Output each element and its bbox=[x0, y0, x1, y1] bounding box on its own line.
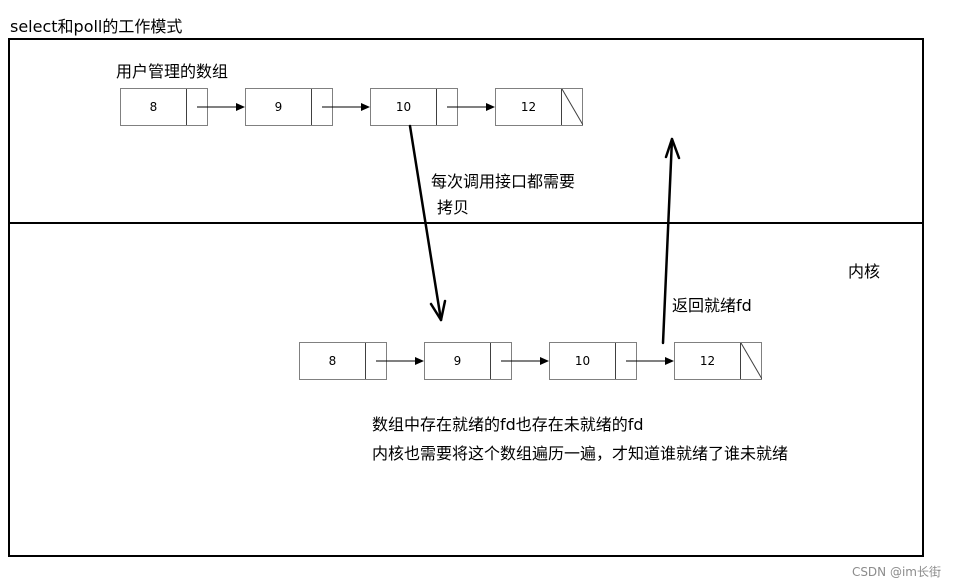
user-node-3-pointer bbox=[436, 89, 457, 125]
user-node-1-pointer bbox=[186, 89, 207, 125]
kernel-node-1-value: 8 bbox=[328, 354, 337, 368]
user-array-label: 用户管理的数组 bbox=[116, 62, 229, 81]
note-line1: 数组中存在就绪的fd也存在未就绪的fd bbox=[372, 415, 644, 434]
diagram-title: select和poll的工作模式 bbox=[10, 17, 183, 36]
kernel-node-4-value: 12 bbox=[699, 354, 716, 368]
user-node-2-value: 9 bbox=[274, 100, 283, 114]
kernel-node-2: 9 bbox=[424, 342, 512, 380]
outer-frame bbox=[8, 38, 924, 557]
user-node-1: 8 bbox=[120, 88, 208, 126]
kernel-node-1-pointer bbox=[365, 343, 386, 379]
return-label: 返回就绪fd bbox=[672, 296, 752, 315]
copy-label-line1: 每次调用接口都需要 bbox=[431, 172, 576, 191]
copy-down-arrow bbox=[408, 124, 447, 322]
user-link-arrows bbox=[197, 103, 495, 111]
csdn-watermark: CSDN @im长街 bbox=[851, 565, 941, 579]
user-node-2-pointer bbox=[311, 89, 332, 125]
note-line2: 内核也需要将这个数组遍历一遍，才知道谁就绪了谁未就绪 bbox=[372, 444, 789, 463]
kernel-link-arrows bbox=[376, 357, 674, 365]
kernel-node-3: 10 bbox=[549, 342, 637, 380]
kernel-node-4: 12 bbox=[674, 342, 762, 380]
kernel-label: 内核 bbox=[848, 262, 881, 281]
user-node-4-null-pointer bbox=[561, 89, 583, 125]
kernel-node-2-pointer bbox=[490, 343, 511, 379]
kernel-node-3-value: 10 bbox=[574, 354, 591, 368]
user-node-3-value: 10 bbox=[395, 100, 412, 114]
copy-label-line2: 拷贝 bbox=[437, 198, 470, 217]
user-kernel-divider bbox=[8, 222, 924, 224]
user-node-4: 12 bbox=[495, 88, 583, 126]
kernel-node-2-value: 9 bbox=[453, 354, 462, 368]
kernel-node-3-pointer bbox=[615, 343, 636, 379]
user-node-3: 10 bbox=[370, 88, 458, 126]
user-node-1-value: 8 bbox=[149, 100, 158, 114]
kernel-node-4-null-pointer bbox=[740, 343, 762, 379]
user-node-4-value: 12 bbox=[520, 100, 537, 114]
return-up-arrow bbox=[661, 137, 681, 345]
